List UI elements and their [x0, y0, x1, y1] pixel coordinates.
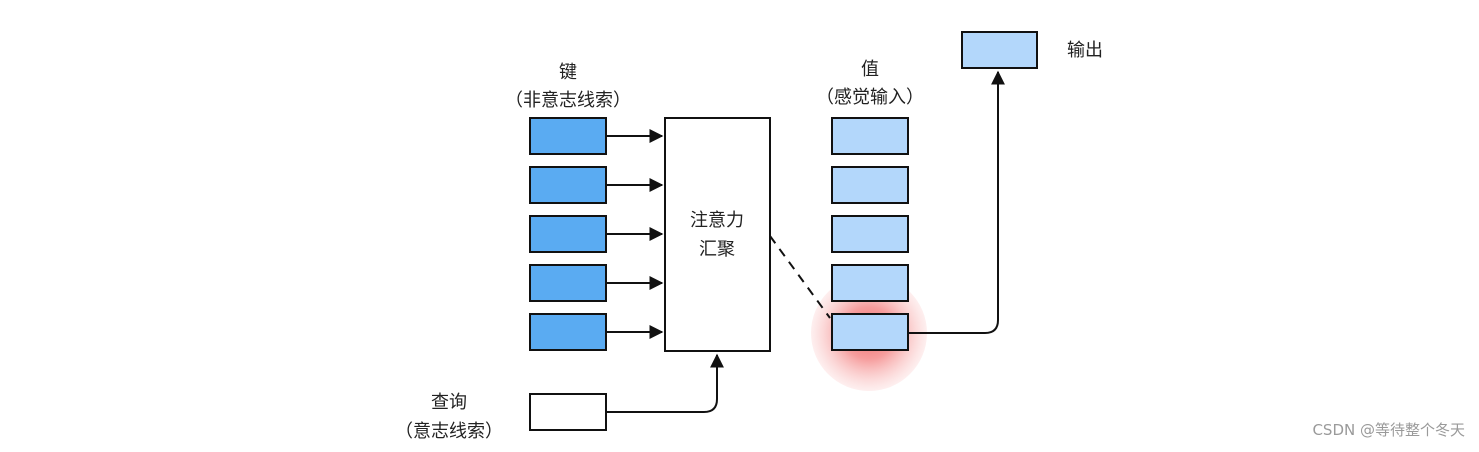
attention-pooling-box [664, 117, 771, 352]
value-boxes [831, 117, 909, 351]
key-arrows [606, 129, 664, 339]
watermark: CSDN @等待整个冬天 [1312, 421, 1465, 439]
attention-selection-dashed-line [769, 235, 831, 319]
output-box [961, 31, 1038, 69]
key-box-3 [529, 215, 607, 253]
output-label: 输出 [1067, 40, 1103, 61]
query-subtitle: （意志线索） [395, 421, 503, 442]
value-box-3 [831, 215, 909, 253]
value-to-output-arrow [909, 70, 1005, 334]
key-boxes [529, 117, 607, 351]
value-box-1 [831, 117, 909, 155]
keys-title: 键 [559, 62, 577, 83]
values-subtitle: （感觉输入） [816, 87, 924, 108]
key-box-5 [529, 313, 607, 351]
pooling-label-line2: 汇聚 [699, 239, 735, 260]
query-to-pooling-arrow [606, 353, 724, 413]
key-box-2 [529, 166, 607, 204]
query-box [529, 393, 607, 431]
value-box-2 [831, 166, 909, 204]
keys-subtitle: （非意志线索） [505, 90, 631, 111]
value-box-4 [831, 264, 909, 302]
pooling-label-line1: 注意力 [690, 210, 744, 231]
key-box-1 [529, 117, 607, 155]
query-title: 查询 [431, 392, 467, 413]
values-title: 值 [861, 59, 879, 80]
value-box-selected [831, 313, 909, 351]
key-box-4 [529, 264, 607, 302]
